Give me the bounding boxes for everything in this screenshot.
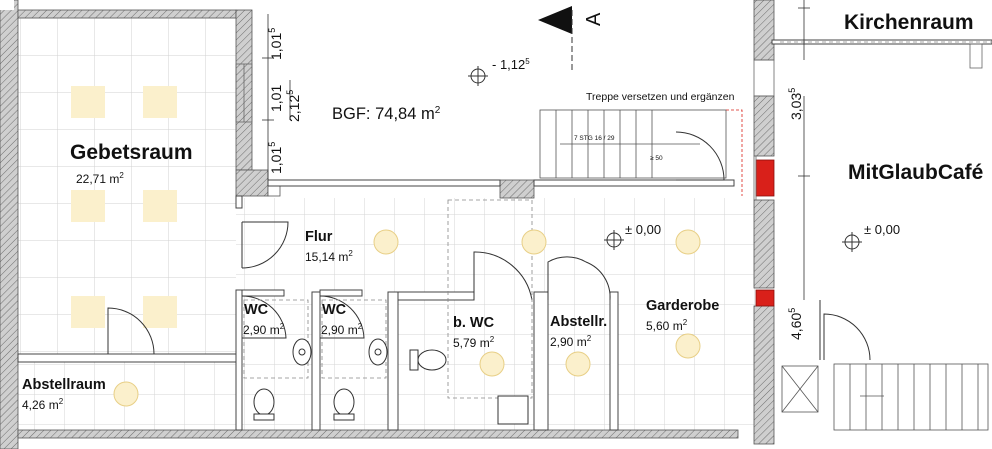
- level-markers: [468, 66, 862, 252]
- dimension-1: 1,015: [267, 27, 284, 60]
- dimension-3: 2,125: [285, 89, 302, 122]
- room-name-mitglaubcafe: MitGlaubCafé: [848, 161, 984, 184]
- room-name-kirchenraum: Kirchenraum: [844, 11, 974, 34]
- room-name-abstellraum: Abstellraum: [22, 377, 106, 393]
- room-area-wc1: 2,90 m2: [243, 322, 285, 337]
- room-area-flur: 15,14 m2: [305, 249, 353, 264]
- windows: [235, 43, 983, 201]
- room-area-wc2: 2,90 m2: [321, 322, 363, 337]
- level-label-cafe: ± 0,00: [864, 222, 901, 237]
- dimension-5: 3,035: [787, 87, 804, 120]
- room-area-gebetsraum: 22,71 m2: [76, 171, 124, 186]
- section-marker-a: [538, 6, 573, 72]
- walls: [0, 0, 775, 449]
- room-area-abstellraum: 4,26 m2: [22, 397, 64, 412]
- room-name-bwc: b. WC: [453, 315, 495, 331]
- tile-grid-ground: [236, 198, 756, 430]
- fixtures: [253, 338, 529, 425]
- bgf-total: BGF: 74,84 m2: [332, 105, 441, 123]
- dimension-6: 4,605: [787, 307, 804, 340]
- room-name-flur: Flur: [305, 229, 333, 245]
- stairs-spec: 7 STG 16 / 29: [574, 135, 615, 142]
- round-lights: [113, 229, 701, 407]
- dashed-overlays: [243, 41, 992, 399]
- stairs-note: Treppe versetzen und ergänzen: [586, 91, 735, 103]
- room-name-abstellr: Abstellr.: [550, 314, 608, 330]
- room-area-garderobe: 5,60 m2: [646, 318, 688, 333]
- level-label-basement: - 1,125: [492, 57, 530, 72]
- stairs-width: ≥ 50: [650, 155, 663, 162]
- level-label-flur: ± 0,00: [625, 222, 662, 237]
- doors: [107, 131, 871, 361]
- room-area-bwc: 5,79 m2: [453, 335, 495, 350]
- fire-doors: [755, 159, 775, 307]
- room-area-abstellr: 2,90 m2: [550, 334, 592, 349]
- ceiling-lights: [71, 86, 177, 328]
- room-name-wc1: WC: [244, 302, 269, 318]
- room-name-garderobe: Garderobe: [646, 298, 720, 314]
- dimension-lines: [262, 0, 810, 300]
- tile-grid-gebetsraum: [18, 18, 236, 354]
- room-name-gebetsraum: Gebetsraum: [70, 141, 193, 164]
- dimension-2: 1,01: [268, 84, 284, 112]
- stairs: [539, 109, 989, 431]
- section-marker-letter: A: [583, 12, 605, 26]
- room-name-wc2: WC: [322, 302, 347, 318]
- dimension-4: 1,015: [267, 141, 284, 174]
